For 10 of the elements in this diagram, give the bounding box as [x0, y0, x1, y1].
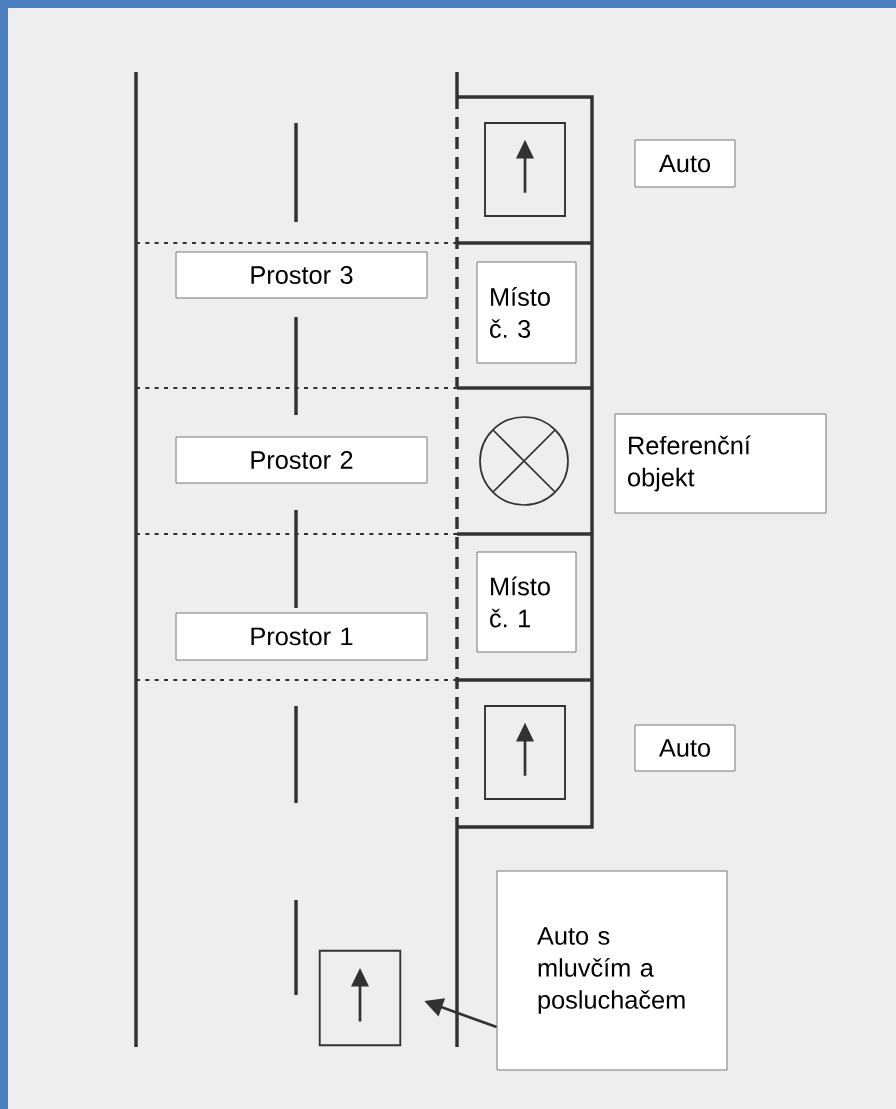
label-box: Místo č. 1: [476, 551, 577, 653]
label-box: Prostor 2: [175, 436, 428, 484]
label-box: Prostor 1: [175, 612, 428, 661]
label-box: Auto: [634, 139, 736, 188]
label-box: Referenční objekt: [614, 413, 827, 514]
label-box: Auto: [634, 724, 736, 772]
label-box: Auto s mluvčím a posluchačem: [496, 870, 728, 1071]
label-box: Prostor 3: [175, 251, 428, 299]
label-box: Místo č. 3: [476, 261, 577, 364]
car-icon: [318, 949, 402, 1047]
